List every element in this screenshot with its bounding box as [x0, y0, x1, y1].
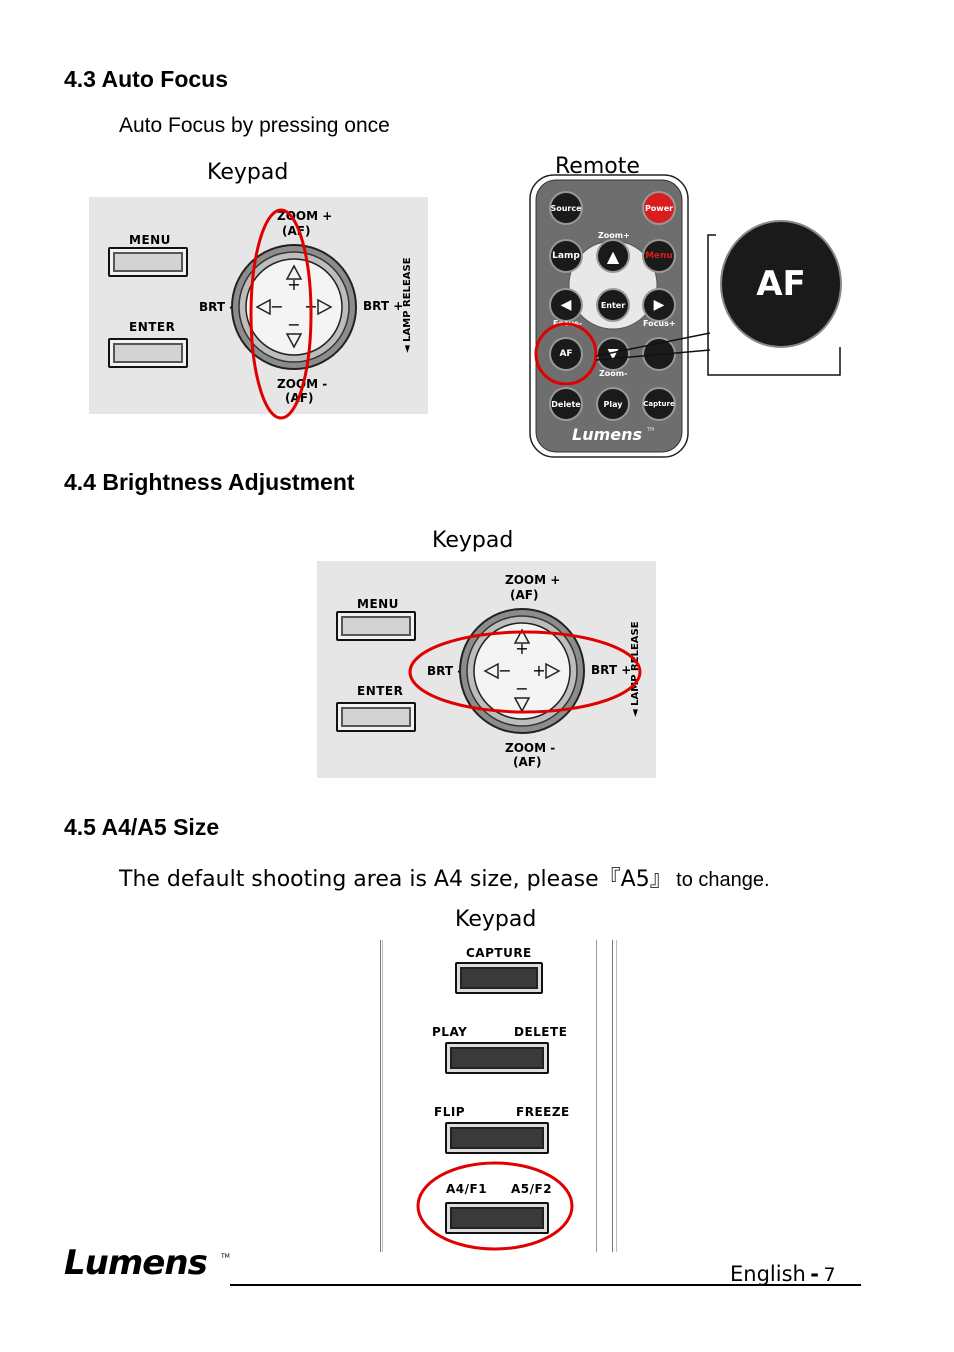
section-heading-auto-focus: 4.3 Auto Focus [64, 66, 228, 92]
minus-glyph-left: − [498, 661, 511, 680]
brt-plus-label: BRT + [591, 663, 632, 677]
footer-page-number: 7 [823, 1264, 836, 1286]
remote-lamp-button[interactable]: Lamp [551, 241, 581, 271]
af-callout-circle: AF [722, 222, 840, 346]
remote-menu-button[interactable]: Menu [644, 241, 674, 271]
right-arrow-icon: ▶ [653, 297, 665, 313]
remote-enter-button[interactable]: Enter [598, 290, 628, 320]
remote-source-button[interactable]: Source [550, 193, 582, 223]
direction-pad[interactable]: + − − + [447, 606, 597, 756]
brt-minus-label: BRT - [199, 300, 235, 314]
menu-label: MENU [129, 233, 171, 247]
footer-page-label: English - 7 [730, 1262, 836, 1286]
size-description: The default shooting area is A4 size, pl… [119, 861, 770, 893]
plus-glyph: + [287, 275, 300, 294]
freeze-label: FREEZE [516, 1105, 570, 1119]
zoom-plus-label: ZOOM + [505, 573, 561, 587]
remote-af-button[interactable]: AF [551, 339, 581, 369]
panel-edge-left-inner [382, 940, 383, 1252]
menu-button[interactable] [108, 247, 188, 277]
up-arrow-icon [285, 264, 303, 280]
enter-label: ENTER [129, 320, 176, 334]
right-arrow-icon [317, 298, 333, 316]
lamp-release-label: ◄ LAMP RELEASE [402, 257, 413, 353]
remote-capture-button[interactable]: Capture [643, 389, 675, 419]
remote-zoom-plus-label: Zoom+ [598, 231, 630, 240]
direction-pad[interactable]: + − − + [219, 242, 369, 392]
footer-rule [230, 1284, 861, 1286]
a5-label: A5/F2 [511, 1182, 553, 1196]
a4-a5-button[interactable] [445, 1202, 549, 1234]
highlight-brightness-ellipse [408, 630, 642, 714]
minus-glyph: − [287, 315, 300, 334]
delete-label: DELETE [514, 1025, 568, 1039]
flip-freeze-button[interactable] [445, 1122, 549, 1154]
menu-button[interactable] [336, 611, 416, 641]
plus-glyph: + [515, 639, 528, 658]
remote-power-button[interactable]: Power [644, 193, 674, 223]
highlight-zoom-ellipse [249, 208, 313, 420]
remote-up-button[interactable]: ▲ [598, 241, 628, 271]
af-label: (AF) [510, 588, 539, 602]
keypad-caption-size: Keypad [455, 907, 537, 932]
remote-tm: TM [647, 427, 655, 433]
keypad-caption-brightness: Keypad [432, 528, 514, 553]
play-label: PLAY [432, 1025, 468, 1039]
left-arrow-icon [483, 662, 499, 680]
menu-label: MENU [357, 597, 399, 611]
play-delete-button[interactable] [445, 1042, 549, 1074]
capture-button[interactable] [455, 962, 543, 994]
remote-brand-logo: Lumens [572, 425, 643, 444]
zoom-minus-label: ZOOM - [505, 741, 556, 755]
section-heading-brightness: 4.4 Brightness Adjustment [64, 469, 355, 495]
enter-button[interactable] [108, 338, 188, 368]
brt-plus-label: BRT + [363, 299, 404, 313]
footer-language: English [730, 1262, 806, 1286]
plus-glyph-right: + [532, 661, 545, 680]
up-arrow-icon [513, 628, 531, 644]
a4-label: A4/F1 [446, 1182, 488, 1196]
section-heading-size: 4.5 A4/A5 Size [64, 814, 220, 840]
remote-focus-plus-label: Focus+ [643, 319, 676, 328]
remote-play-button[interactable]: Play [598, 389, 628, 419]
remote-left-button[interactable]: ◀ [551, 290, 581, 320]
minus-glyph: − [515, 679, 528, 698]
remote-caption: Remote [555, 154, 640, 179]
keypad-panel-af: MENU ENTER ZOOM + (AF) ZOOM - (AF) BRT -… [89, 197, 428, 414]
footer-brand-logo: Lumens [64, 1243, 208, 1283]
down-arrow-icon [285, 333, 303, 349]
panel-edge-right-3 [616, 940, 617, 1252]
right-arrow-icon [545, 662, 561, 680]
auto-focus-description: Auto Focus by pressing once [119, 114, 390, 137]
size-description-main: The default shooting area is A4 size, pl… [119, 867, 672, 892]
panel-edge-right-2 [612, 940, 613, 1252]
panel-edge-left [380, 940, 381, 1252]
remote-right-button[interactable]: ▶ [644, 290, 674, 320]
capture-label: CAPTURE [466, 946, 532, 960]
footer-dash: - [810, 1262, 819, 1286]
panel-edge-right-1 [596, 940, 597, 1252]
size-description-tail: to change. [676, 869, 770, 891]
keypad-caption-af: Keypad [207, 160, 289, 185]
af-callout-text: AF [756, 264, 806, 304]
keypad-panel-brightness: MENU ENTER ZOOM + (AF) ZOOM - (AF) BRT -… [317, 561, 656, 778]
remote-zoom-minus-label: Zoom- [599, 369, 628, 378]
left-arrow-icon: ◀ [560, 297, 572, 313]
enter-label: ENTER [357, 684, 404, 698]
af-callout-graphic [534, 234, 841, 385]
left-arrow-icon [255, 298, 271, 316]
minus-glyph-left: − [270, 297, 283, 316]
highlight-a4a5-ellipse [416, 1161, 574, 1251]
af-label-bottom: (AF) [513, 755, 542, 769]
flip-label: FLIP [434, 1105, 466, 1119]
footer-tm: TM [221, 1253, 230, 1260]
zoom-plus-label: ZOOM + [277, 209, 333, 223]
down-arrow-icon: ▼ [607, 346, 619, 362]
enter-button[interactable] [336, 702, 416, 732]
down-arrow-icon [513, 697, 531, 713]
brt-minus-label: BRT - [427, 664, 463, 678]
up-arrow-icon: ▲ [606, 246, 620, 266]
af-label: (AF) [282, 224, 311, 238]
remote-delete-button[interactable]: Delete [551, 389, 581, 419]
